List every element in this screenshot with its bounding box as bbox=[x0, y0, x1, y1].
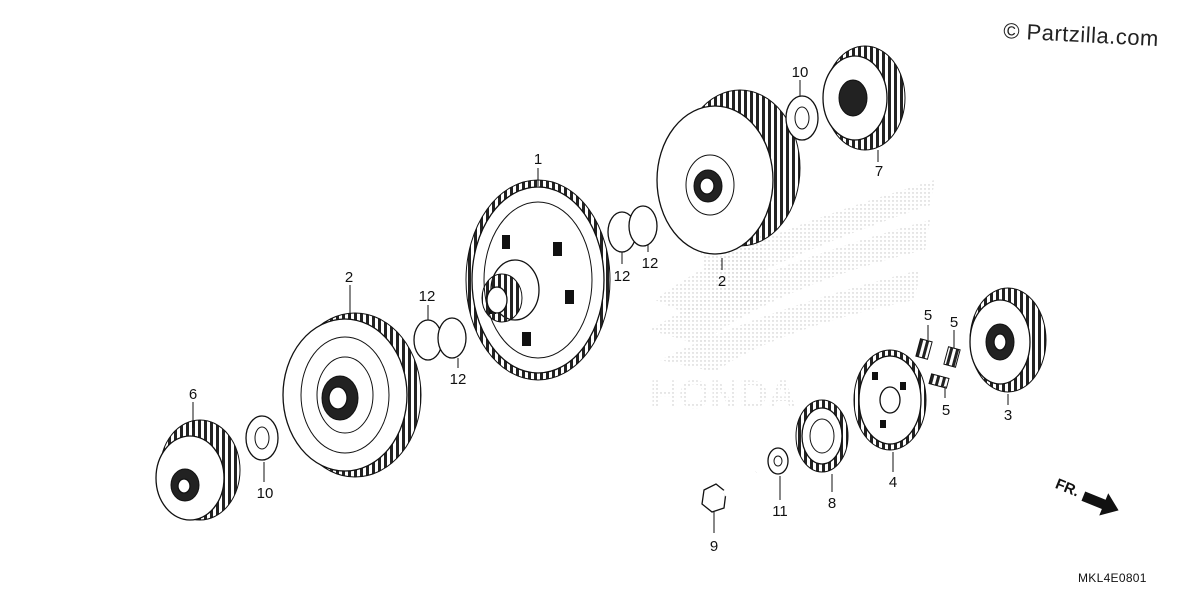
part-10-washer-left bbox=[245, 415, 279, 461]
part-3-gear bbox=[969, 287, 1047, 393]
honda-logo-text: HONDA bbox=[650, 373, 797, 417]
callout-12-d: 12 bbox=[642, 255, 659, 272]
part-10-washer-right bbox=[785, 95, 819, 141]
callout-9: 9 bbox=[710, 538, 718, 555]
front-direction-label: FR. bbox=[1053, 476, 1082, 501]
callout-1: 1 bbox=[534, 151, 542, 168]
callout-12-a: 12 bbox=[419, 288, 436, 305]
callout-5-a: 5 bbox=[924, 307, 932, 324]
callout-6: 6 bbox=[189, 386, 197, 403]
part-12-ring-4 bbox=[628, 205, 658, 247]
part-11-washer bbox=[767, 447, 789, 475]
callout-labels: 1 2 2 3 4 5 5 5 6 7 8 9 10 10 11 12 12 1… bbox=[189, 64, 1012, 555]
callout-5-b: 5 bbox=[950, 314, 958, 331]
honda-wing-watermark: HONDA bbox=[650, 180, 935, 417]
callout-10-left: 10 bbox=[257, 485, 274, 502]
front-direction-indicator: FR. bbox=[1053, 476, 1119, 516]
diagram-reference-code: MKL4E0801 bbox=[1078, 571, 1147, 585]
callout-12-c: 12 bbox=[614, 268, 631, 285]
callout-4: 4 bbox=[889, 474, 897, 491]
arrow-right-icon bbox=[1081, 491, 1119, 516]
leader-lines bbox=[192, 80, 1009, 533]
callout-3: 3 bbox=[1004, 407, 1012, 424]
callout-2-right: 2 bbox=[718, 273, 726, 290]
part-5-springs bbox=[915, 338, 961, 389]
callout-11: 11 bbox=[772, 503, 788, 520]
part-4-plate bbox=[853, 349, 927, 451]
callout-5-c: 5 bbox=[942, 402, 950, 419]
callout-2-left: 2 bbox=[345, 269, 353, 286]
part-8-one-way-clutch bbox=[795, 399, 849, 473]
callout-7: 7 bbox=[875, 163, 883, 180]
part-6-gear bbox=[155, 419, 241, 521]
part-2-clutch-outer-left bbox=[282, 312, 422, 478]
part-1-primary-driven-gear bbox=[465, 179, 611, 381]
part-7-gear bbox=[822, 45, 906, 151]
callout-12-b: 12 bbox=[450, 371, 467, 388]
part-9-bolt bbox=[701, 469, 758, 513]
part-2-clutch-outer-right bbox=[656, 89, 801, 255]
part-12-ring-2 bbox=[437, 317, 467, 359]
callout-8: 8 bbox=[828, 495, 836, 512]
callout-10-right: 10 bbox=[792, 64, 809, 81]
